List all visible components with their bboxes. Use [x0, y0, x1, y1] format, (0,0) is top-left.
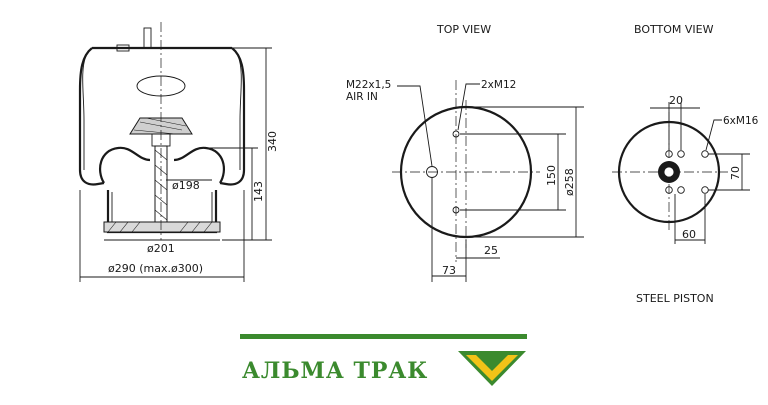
top-bolt-2	[452, 206, 460, 214]
bottom-bolt-6	[701, 186, 709, 194]
center-hole	[663, 166, 675, 178]
bottom-bolt-5	[701, 150, 709, 158]
side-section-view: ø198 ø201 ø290 (max.ø300) 340 143	[78, 22, 279, 282]
base-hatch	[107, 221, 213, 233]
dim-label-25: 25	[484, 244, 498, 257]
brand-logo: АЛЬМА ТРАК	[240, 334, 527, 386]
dim-label-70: 70	[729, 166, 742, 180]
port-label-2: AIR IN	[346, 91, 378, 103]
bottom-bolt-leader	[705, 119, 722, 151]
fold-left	[99, 146, 151, 184]
air-inlet-stud	[143, 27, 152, 49]
dim-label-20: 20	[669, 94, 683, 107]
chevron-down-logo-icon	[458, 351, 526, 386]
fold-right	[173, 146, 225, 184]
dim-label-150: 150	[545, 165, 558, 186]
dim-label-198: ø198	[172, 179, 200, 192]
bottom-view: BOTTOM VIEW 20 6xM16 70 60 STEEL PISTON	[612, 23, 759, 305]
dim-label-258: ø258	[563, 168, 576, 196]
piston-caption: STEEL PISTON	[636, 292, 714, 305]
bottom-bolt-3	[665, 186, 673, 194]
port-leader	[397, 85, 433, 167]
dim-label-73: 73	[442, 264, 456, 277]
dim-label-60: 60	[682, 228, 696, 241]
port-label-1: M22x1,5	[346, 79, 391, 91]
bottom-view-title: BOTTOM VIEW	[634, 23, 714, 36]
bottom-bolt-2	[677, 150, 685, 158]
top-bolt-1	[452, 130, 460, 138]
base-plate	[103, 221, 221, 233]
bottom-bolt-4	[677, 186, 685, 194]
bottom-bolt-1	[665, 150, 673, 158]
bellow-right	[219, 47, 246, 186]
bottom-bolt-label: 6xM16	[723, 115, 759, 127]
dim-label-290: ø290 (max.ø300)	[108, 262, 203, 275]
dim-label-201: ø201	[147, 242, 175, 255]
bolt-leader	[457, 83, 480, 131]
brand-name: АЛЬМА ТРАК	[242, 358, 428, 384]
top-view: TOP VIEW M22x1,5 AIR IN 2xM12 150 ø258 2…	[346, 23, 584, 282]
bellow-inner-right	[237, 55, 242, 170]
top-bolt	[116, 44, 130, 52]
bellow-left	[78, 47, 105, 186]
dim-label-143: 143	[252, 181, 265, 202]
bellow-inner-left	[82, 55, 87, 170]
bolt-label: 2xM12	[481, 79, 516, 91]
dim-label-340: 340	[266, 131, 279, 152]
brand-rule	[240, 334, 527, 339]
top-view-title: TOP VIEW	[436, 23, 491, 36]
air-inlet-port	[426, 166, 438, 178]
